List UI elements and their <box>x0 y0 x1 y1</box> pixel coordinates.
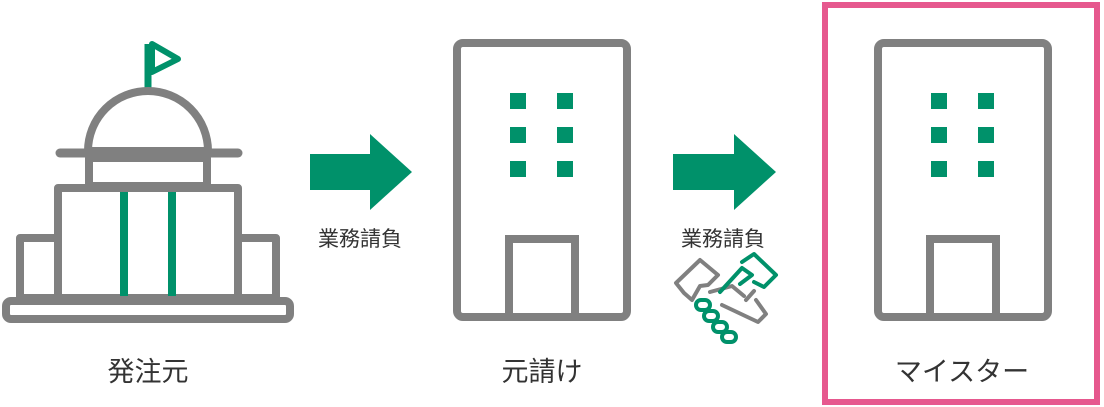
arrow-right-icon <box>310 134 412 210</box>
node-label-prime-contractor: 元請け <box>501 357 583 388</box>
node-label-orderer: 発注元 <box>107 357 189 388</box>
node-label-meister: マイスター <box>894 357 1030 388</box>
edge-label-2: 業務請負 <box>681 227 765 251</box>
arrow-right-icon <box>673 134 776 210</box>
office-building-icon <box>453 39 631 321</box>
highlight-frame <box>822 2 1100 405</box>
office-building-icon <box>874 39 1052 321</box>
government-building-icon <box>2 41 294 323</box>
edge-label-1: 業務請負 <box>318 227 402 251</box>
handshake-icon <box>674 252 778 344</box>
